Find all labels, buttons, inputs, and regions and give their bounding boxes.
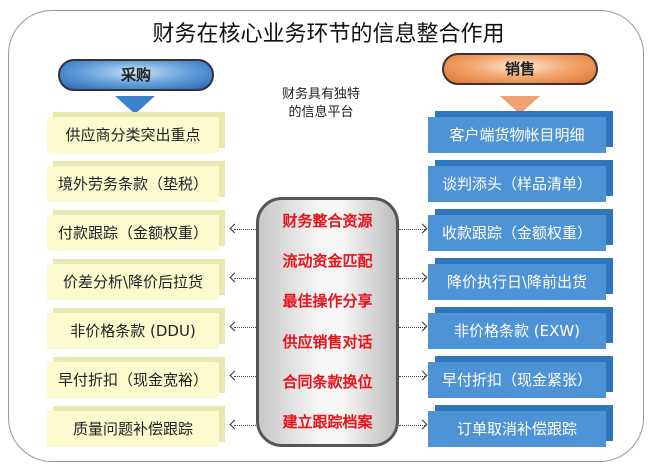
center-item: 流动资金匹配 xyxy=(282,252,373,270)
finance-center-box: 财务整合资源 流动资金匹配 最佳操作分享 供应销售对话 合同条款换位 建立跟踪档… xyxy=(256,197,399,447)
sales-item: 谈判添头（样品清单） xyxy=(428,166,606,202)
diagram-title: 财务在核心业务环节的信息整合作用 xyxy=(152,22,505,47)
sales-item: 客户端货物帐目明细 xyxy=(428,117,606,153)
procurement-item: 境外劳务条款（垫税） xyxy=(47,166,219,202)
center-note-line1: 财务具有独特 xyxy=(281,87,360,102)
procurement-item: 供应商分类突出重点 xyxy=(47,117,219,153)
procurement-header: 采购 xyxy=(58,59,214,91)
sales-item: 降价执行日\降前出货 xyxy=(428,264,606,300)
center-note: 财务具有独特 的信息平台 xyxy=(266,86,376,122)
center-item: 最佳操作分享 xyxy=(282,292,373,310)
sales-down-arrow-icon xyxy=(500,96,540,114)
left-arrow-icon xyxy=(234,327,256,328)
sales-item: 订单取消补偿跟踪 xyxy=(428,411,606,447)
sales-item: 非价格条款 (EXW) xyxy=(428,313,606,349)
sales-header: 销售 xyxy=(442,53,598,85)
procurement-item: 早付折扣（现金宽裕） xyxy=(47,362,219,398)
right-arrow-icon xyxy=(399,376,425,377)
procurement-item: 质量问题补偿跟踪 xyxy=(47,411,219,447)
center-item: 建立跟踪档案 xyxy=(282,413,373,431)
right-arrow-icon xyxy=(399,425,425,426)
procurement-item: 非价格条款 (DDU) xyxy=(47,313,219,349)
center-item: 供应销售对话 xyxy=(282,333,373,351)
diagram-frame xyxy=(8,10,644,462)
procurement-down-arrow-icon xyxy=(115,96,155,114)
center-item: 合同条款换位 xyxy=(282,373,373,391)
sales-item: 收款跟踪（金额权重） xyxy=(428,215,606,251)
procurement-item: 价差分析\降价后拉货 xyxy=(47,264,219,300)
left-arrow-icon xyxy=(234,278,256,279)
sales-item: 早付折扣（现金紧张） xyxy=(428,362,606,398)
procurement-item: 付款跟踪（金额权重） xyxy=(47,215,219,251)
center-note-line2: 的信息平台 xyxy=(288,105,354,120)
left-arrow-icon xyxy=(234,376,256,377)
right-arrow-icon xyxy=(399,229,425,230)
right-arrow-icon xyxy=(399,278,425,279)
left-arrow-icon xyxy=(234,229,256,230)
left-arrow-icon xyxy=(234,425,256,426)
center-item: 财务整合资源 xyxy=(282,212,373,230)
right-arrow-icon xyxy=(399,327,425,328)
